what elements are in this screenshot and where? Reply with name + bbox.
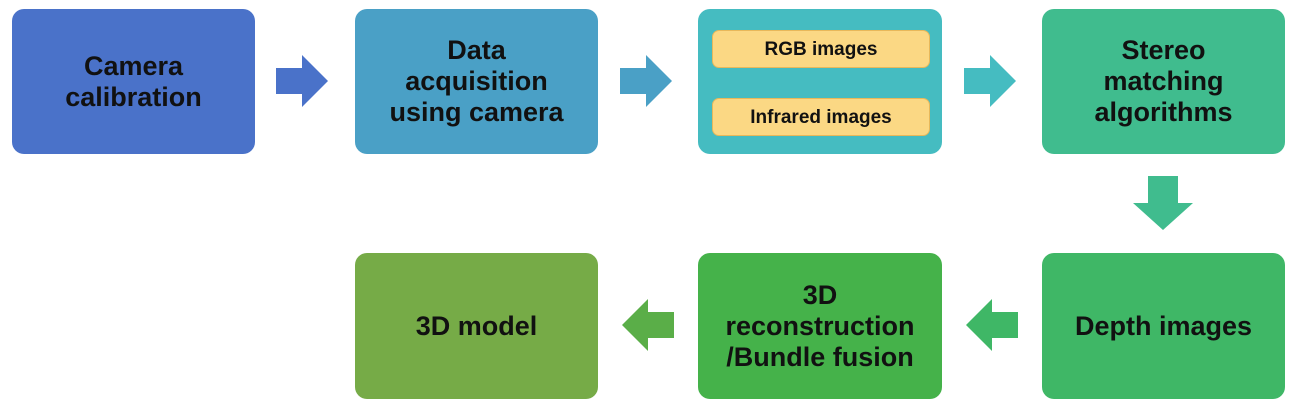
arrow-left-icon [966, 299, 1018, 351]
model-box: 3D model [355, 253, 598, 399]
data-acquisition-label: Data acquisition using camera [389, 35, 564, 127]
rgb-images-label: RGB images [764, 38, 878, 60]
arrow-right-icon [964, 55, 1016, 107]
arrow-right-icon [276, 55, 328, 107]
infrared-images-box: Infrared images [712, 98, 930, 136]
camera-calibration-label: Camera calibration [65, 50, 202, 112]
depth-images-label: Depth images [1074, 310, 1253, 341]
camera-calibration-box: Camera calibration [12, 9, 255, 154]
stereo-matching-label: Stereo matching algorithms [1094, 35, 1233, 127]
depth-images-box: Depth images [1042, 253, 1285, 399]
model-label: 3D model [415, 310, 538, 341]
reconstruction-box: 3D reconstruction /Bundle fusion [698, 253, 942, 399]
arrow-right-icon [620, 55, 672, 107]
data-acquisition-box: Data acquisition using camera [355, 9, 598, 154]
arrow-down-icon [1133, 176, 1193, 230]
stereo-matching-box: Stereo matching algorithms [1042, 9, 1285, 154]
images-group-box: RGB images Infrared images [698, 9, 942, 154]
infrared-images-label: Infrared images [750, 106, 892, 128]
reconstruction-label: 3D reconstruction /Bundle fusion [725, 279, 915, 372]
rgb-images-box: RGB images [712, 30, 930, 68]
arrow-left-icon [622, 299, 674, 351]
